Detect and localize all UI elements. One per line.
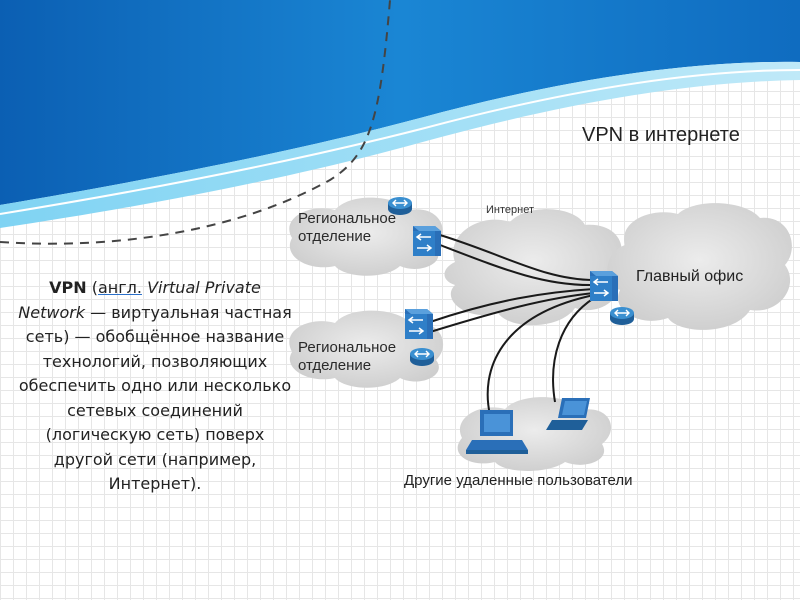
definition-english-term: Virtual Private Network (18, 278, 261, 322)
remote-users-label: Другие удаленные пользователи (404, 472, 633, 489)
link-laptop (552, 297, 595, 403)
switch-icon (589, 270, 619, 302)
definition-body: — виртуальная частная сеть) — обобщённое… (18, 302, 292, 494)
dashed-curve (0, 0, 391, 245)
wave-light (0, 61, 800, 229)
regional-office-top-label: Региональное отделение (298, 210, 418, 246)
link-bottom-regional-a (429, 288, 595, 323)
definition-lang-abbr[interactable]: англ. (97, 278, 142, 297)
link-top-regional-a (439, 234, 595, 281)
internet-label: Интернет (486, 204, 534, 216)
definition-term: VPN (49, 278, 87, 297)
desktop-computer-icon (466, 410, 528, 454)
switch-icon (404, 308, 434, 340)
link-desktop (486, 294, 595, 416)
connection-lines (429, 234, 595, 416)
regional-office-bottom-label: Региональное отделение (298, 339, 418, 375)
link-top-regional-b (439, 244, 595, 287)
regional-office-top-text: Региональное отделение (298, 210, 397, 245)
regional-office-top-cloud (289, 197, 443, 276)
regional-office-bottom-text: Региональное отделение (298, 339, 397, 374)
main-office-cloud (607, 203, 792, 330)
link-bottom-regional-b (429, 292, 595, 333)
slide-title: VPN в интернете (582, 124, 740, 146)
definition-open-paren: ( (86, 278, 98, 297)
vpn-definition: VPN (англ. Virtual Private Network — вир… (15, 276, 295, 497)
regional-office-bottom-cloud (289, 310, 444, 388)
wave-white-line (0, 69, 800, 215)
wave-dark (0, 0, 800, 205)
main-office-label: Главный офис (636, 268, 744, 285)
laptop-icon (546, 398, 590, 430)
internet-cloud (444, 209, 622, 326)
router-icon (609, 306, 635, 326)
